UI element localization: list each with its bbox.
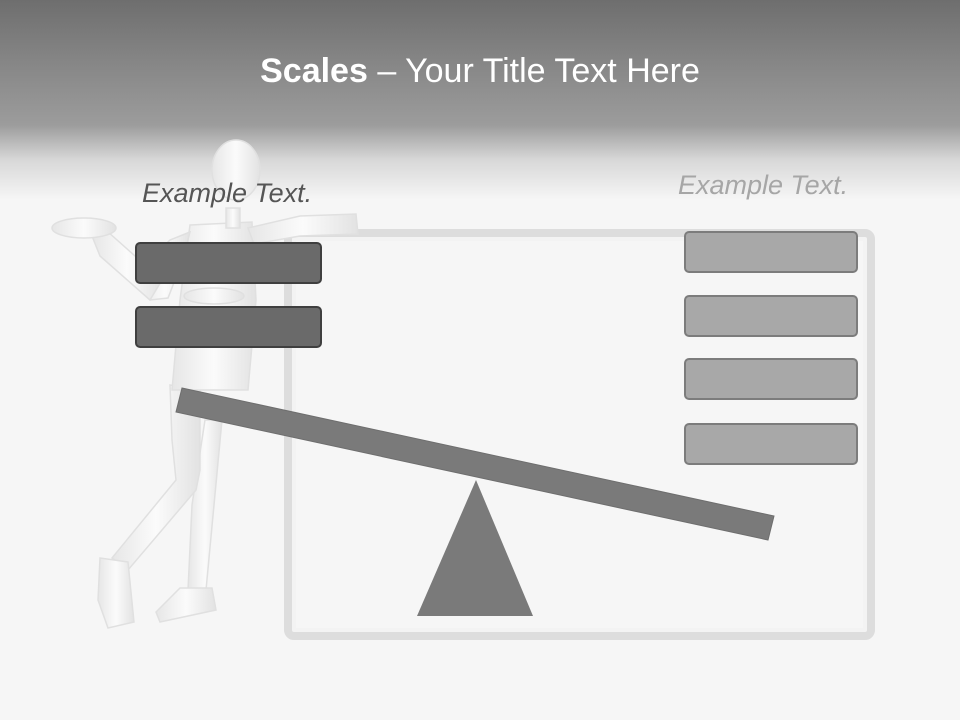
title-banner — [0, 0, 960, 200]
right-text-box-2 — [684, 295, 858, 337]
left-text-box-2 — [135, 306, 322, 348]
left-text-box-1 — [135, 242, 322, 284]
slide-title: Scales – Your Title Text Here — [0, 52, 960, 91]
fulcrum-triangle — [417, 480, 533, 616]
left-heading: Example Text. — [142, 178, 313, 208]
title-bold: Scales — [260, 52, 368, 90]
right-heading: Example Text. — [678, 170, 849, 200]
right-text-box-4 — [684, 423, 858, 465]
right-text-box-1 — [684, 231, 858, 273]
title-rest: – Your Title Text Here — [367, 52, 700, 90]
balance-beam — [175, 387, 775, 541]
right-text-box-3 — [684, 358, 858, 400]
